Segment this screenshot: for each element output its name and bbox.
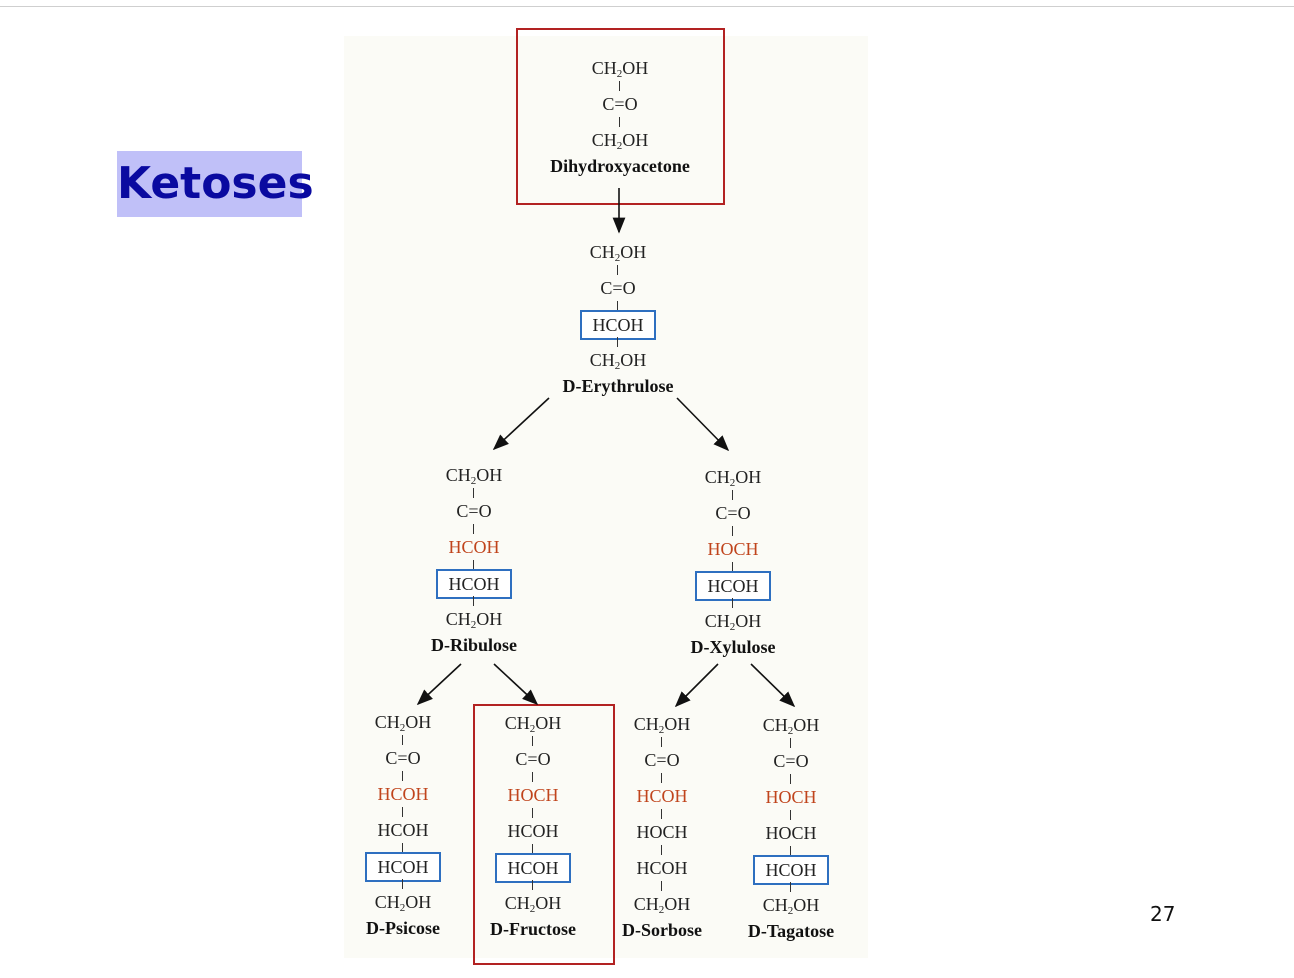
erythrulose-group-4: CH2OH	[589, 350, 647, 372]
bond-line	[790, 846, 791, 856]
arrow-xylulose-to-tagatose	[750, 663, 796, 708]
fructose-group-2: C=O	[515, 749, 551, 769]
bond-line	[661, 881, 662, 891]
xylulose-group-5: CH2OH	[704, 611, 762, 633]
tagatose-group-4: HOCH	[765, 823, 817, 843]
psicose-group-4: HCOH	[377, 820, 429, 840]
bond-line	[732, 562, 733, 572]
erythrulose-group-1: CH2OH	[589, 242, 647, 264]
sorbose-group-1: CH2OH	[633, 714, 691, 736]
tagatose-group-1: CH2OH	[762, 715, 820, 737]
bond-line	[532, 880, 533, 890]
bond-line	[790, 882, 791, 892]
fructose-group-3: HOCH	[507, 785, 559, 805]
bond-line	[402, 879, 403, 889]
fructose-name: D-Fructose	[490, 919, 576, 939]
bond-line	[732, 490, 733, 500]
arrow-ribulose-to-psicose	[416, 663, 462, 706]
top-divider	[0, 6, 1294, 7]
ribulose-group-3: HCOH	[448, 537, 500, 557]
bond-line	[402, 771, 403, 781]
ribulose-group-5: CH2OH	[445, 609, 503, 631]
bond-line	[661, 773, 662, 783]
arrow-ribulose-to-fructose	[493, 663, 539, 706]
tagatose-name: D-Tagatose	[747, 921, 835, 941]
diagram-panel	[344, 36, 868, 958]
bond-line	[617, 301, 618, 311]
highlight-box-dihydroxyacetone	[516, 28, 725, 205]
bond-line	[532, 772, 533, 782]
fructose-group-1: CH2OH	[504, 713, 562, 735]
tagatose-group-6: CH2OH	[762, 895, 820, 917]
bond-line	[790, 810, 791, 820]
ribulose-group-2: C=O	[456, 501, 492, 521]
tagatose-group-2: C=O	[773, 751, 809, 771]
bond-line	[790, 738, 791, 748]
erythrulose-group-2: C=O	[600, 278, 636, 298]
bond-line	[619, 117, 620, 127]
bond-line	[661, 737, 662, 747]
bond-line	[473, 524, 474, 534]
xylulose-name: D-Xylulose	[690, 637, 776, 657]
bond-line	[402, 843, 403, 853]
bond-line	[402, 735, 403, 745]
bond-line	[473, 560, 474, 570]
bond-line	[532, 808, 533, 818]
highlight-box-fructose	[473, 704, 615, 965]
ribulose-group-4: HCOH	[374, 569, 574, 599]
sorbose-group-6: CH2OH	[633, 894, 691, 916]
psicose-group-2: C=O	[385, 748, 421, 768]
sorbose-group-2: C=O	[644, 750, 680, 770]
sorbose-group-3: HCOH	[636, 786, 688, 806]
bond-line	[617, 337, 618, 347]
bond-line	[473, 488, 474, 498]
sorbose-name: D-Sorbose	[621, 920, 702, 940]
dihydroxyacetone-group-1: CH2OH	[591, 58, 649, 80]
sorbose-group-5: HCOH	[636, 858, 688, 878]
xylulose-group-2: C=O	[715, 503, 751, 523]
arrow-erythrulose-to-xylulose	[676, 397, 730, 452]
bond-line	[473, 596, 474, 606]
bond-line	[402, 807, 403, 817]
psicose-group-3: HCOH	[377, 784, 429, 804]
arrow-erythrulose-to-ribulose	[492, 397, 550, 451]
psicose-name: D-Psicose	[366, 918, 440, 938]
bond-line	[661, 845, 662, 855]
dihydroxyacetone-name: Dihydroxyacetone	[550, 156, 690, 176]
bond-line	[661, 809, 662, 819]
tagatose-group-3: HOCH	[765, 787, 817, 807]
psicose-group-6: CH2OH	[374, 892, 432, 914]
bond-line	[790, 774, 791, 784]
bond-line	[619, 81, 620, 91]
psicose-group-5: HCOH	[303, 852, 503, 882]
ribulose-name: D-Ribulose	[430, 635, 518, 655]
bond-line	[532, 844, 533, 854]
bond-line	[532, 736, 533, 746]
bond-line	[732, 526, 733, 536]
bond-line	[617, 265, 618, 275]
arrow-xylulose-to-sorbose	[674, 663, 719, 708]
xylulose-group-4: HCOH	[633, 571, 833, 601]
fructose-group-6: CH2OH	[504, 893, 562, 915]
xylulose-group-1: CH2OH	[704, 467, 762, 489]
dihydroxyacetone-group-3: CH2OH	[591, 130, 649, 152]
bond-line	[732, 598, 733, 608]
psicose-group-1: CH2OH	[374, 712, 432, 734]
fructose-group-4: HCOH	[507, 821, 559, 841]
fructose-group-5: HCOH	[433, 853, 633, 883]
ribulose-group-1: CH2OH	[445, 465, 503, 487]
page-number: 27	[1150, 902, 1176, 926]
slide-title: Ketoses	[117, 151, 314, 217]
dihydroxyacetone-group-2: C=O	[602, 94, 638, 114]
xylulose-group-3: HOCH	[707, 539, 759, 559]
sorbose-group-4: HOCH	[636, 822, 688, 842]
erythrulose-name: D-Erythrulose	[562, 376, 674, 396]
